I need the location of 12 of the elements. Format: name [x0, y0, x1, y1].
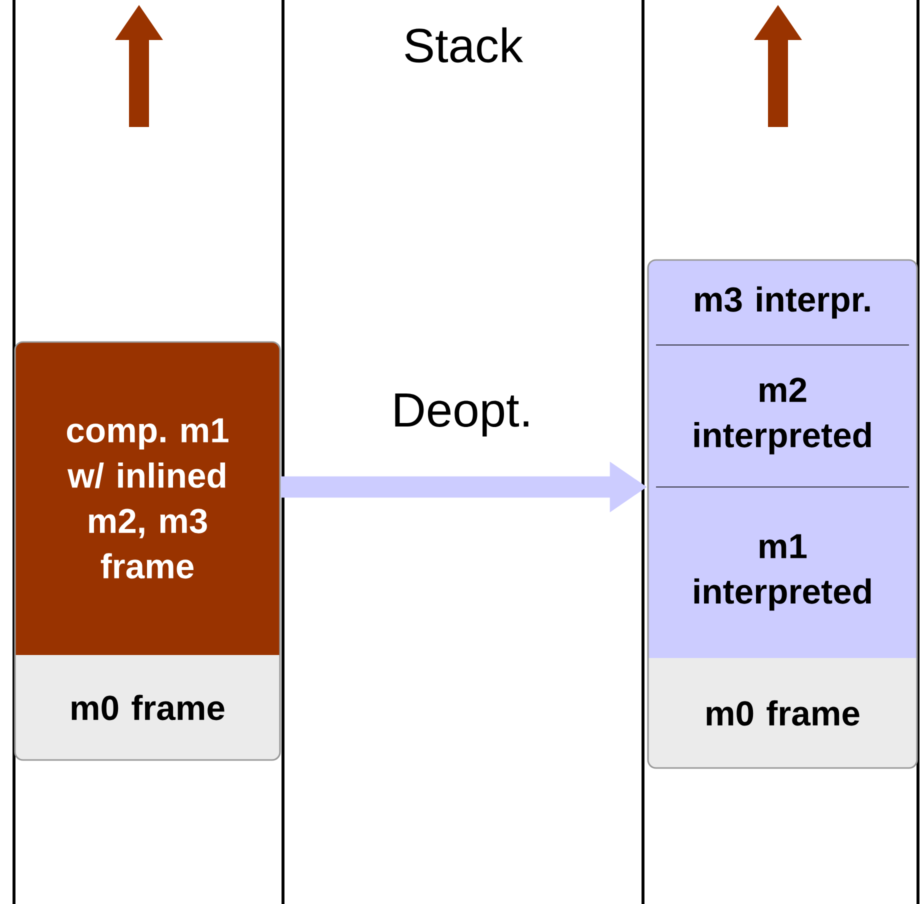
- frame-box: m0 frame: [15, 655, 280, 760]
- frame-box: m3 interpr.: [648, 260, 917, 345]
- node-label: m3 interpr.: [695, 286, 870, 319]
- frame-box: comp. m1 w/ inlined m2, m3 frame: [15, 342, 280, 655]
- heading: Stack: [405, 27, 524, 63]
- node-label: m2 interpreted: [694, 378, 871, 454]
- edge-label: Deopt.: [388, 390, 536, 440]
- stack-box: [647, 259, 918, 769]
- frame-box: m2 interpreted: [648, 344, 917, 487]
- frame-box: m0 frame: [648, 658, 917, 768]
- stack-box: [14, 341, 281, 761]
- frame-box: m1 interpreted: [648, 486, 917, 658]
